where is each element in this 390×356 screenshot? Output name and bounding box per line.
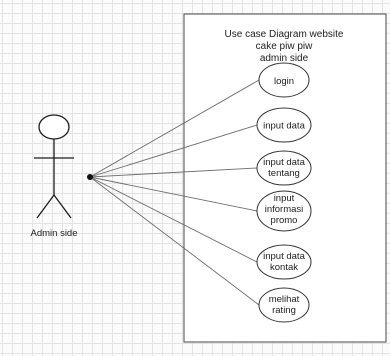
use-case-melihat-rating-line-2: rating (272, 305, 296, 316)
actor-head (38, 114, 70, 140)
system-title-line-1: Use case Diagram website (225, 29, 344, 40)
use-case-input-informasi-promo-line-3: promo (271, 215, 298, 226)
use-case-input-data-tentang: input data tentang (256, 150, 312, 186)
use-case-login-label: login (274, 76, 294, 87)
association-input-informasi-promo (89, 176, 258, 212)
use-case-ellipse (256, 107, 312, 143)
use-case-ellipse (256, 150, 312, 186)
system-title-line-3: admin side (260, 53, 309, 64)
actor-label: Admin side (31, 228, 78, 239)
association-input-data-tentang (89, 167, 258, 178)
use-case-ellipse (256, 244, 312, 280)
use-case-melihat-rating-line-1: melihat (269, 294, 300, 305)
use-case-input-data-label: input data (263, 121, 305, 132)
association-login (89, 79, 260, 178)
use-case-ellipse (258, 287, 310, 323)
use-case-input-data: input data (256, 107, 312, 143)
use-case-ellipse (258, 62, 310, 98)
use-case-input-informasi-promo-line-1: input (274, 193, 295, 204)
association-melihat-rating (89, 176, 260, 306)
system-title-line-2: cake piw piw (256, 41, 313, 52)
association-input-data (89, 124, 258, 178)
actor-right-leg (53, 194, 72, 219)
actor-left-leg (36, 194, 55, 219)
use-case-input-data-tentang-line-1: input data (263, 157, 305, 168)
use-case-input-data-kontak-line-2: kontak (270, 262, 298, 273)
use-case-login: login (258, 62, 310, 98)
use-case-input-data-kontak: input data kontak (256, 244, 312, 280)
use-case-melihat-rating: melihat rating (258, 287, 310, 323)
actor-figure (34, 114, 74, 219)
use-case-input-data-tentang-line-2: tentang (268, 168, 300, 179)
use-case-input-data-kontak-line-1: input data (263, 251, 305, 262)
use-case-input-informasi-promo-line-2: informasi (265, 204, 304, 215)
association-input-data-kontak (89, 176, 258, 263)
use-case-input-informasi-promo: input informasi promo (256, 190, 312, 232)
use-case-ellipse (256, 190, 312, 232)
association-junction (87, 174, 93, 180)
associations (89, 79, 260, 306)
